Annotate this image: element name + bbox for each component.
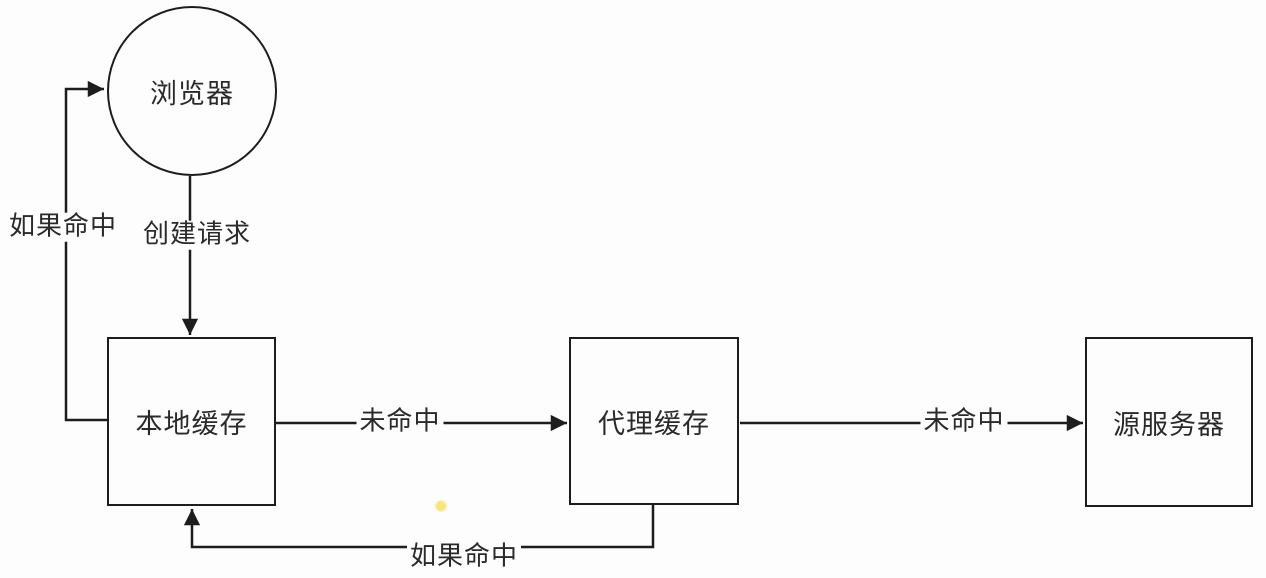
edge-label-miss-2: 未命中 — [920, 408, 1008, 437]
node-proxy-cache: 代理缓存 — [569, 337, 739, 505]
node-proxy-cache-label: 代理缓存 — [598, 408, 710, 440]
edge-if-hit-bottom-line — [183, 505, 655, 549]
node-origin-server-label: 源服务器 — [1113, 409, 1225, 441]
edge-label-if-hit-bottom: 如果命中 — [406, 543, 522, 572]
edge-label-if-hit-left: 如果命中 — [5, 213, 121, 242]
node-browser: 浏览器 — [107, 6, 277, 176]
node-local-cache-label: 本地缓存 — [135, 409, 248, 440]
node-browser-label: 浏览器 — [150, 78, 234, 110]
cursor-highlight-dot — [435, 500, 447, 512]
edge-label-create-request: 创建请求 — [139, 221, 255, 250]
edge-label-miss-1: 未命中 — [356, 408, 444, 437]
edge-if-hit-left-line — [64, 80, 107, 422]
node-local-cache: 本地缓存 — [107, 337, 276, 506]
node-origin-server: 源服务器 — [1085, 337, 1253, 507]
